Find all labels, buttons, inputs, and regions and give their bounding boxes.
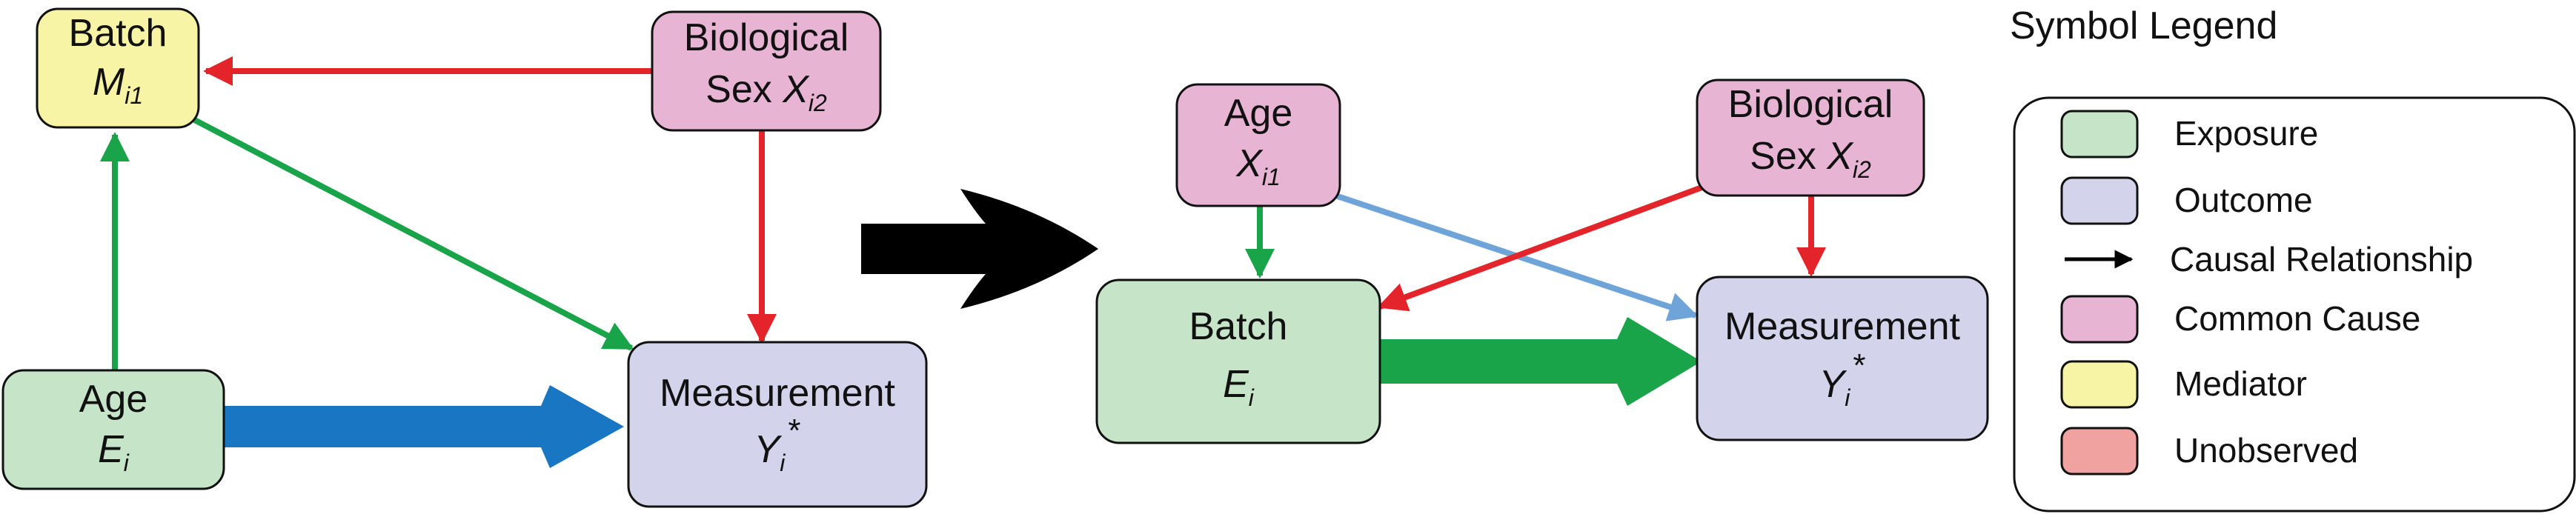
node-batch-mediator: Batch Mi1 — [36, 7, 200, 129]
svg-text:Exposure: Exposure — [2174, 114, 2318, 153]
svg-text:Mi1: Mi1 — [93, 61, 143, 109]
node-measurement-outcome: Measurement Yi* — [1696, 276, 1989, 441]
svg-text:Sex Xi2: Sex Xi2 — [1750, 135, 1871, 183]
legend-item-mediator: Mediator — [2060, 360, 2307, 409]
svg-text:Biological: Biological — [1728, 83, 1893, 126]
legend-item-causal-relationship: Causal Relationship — [2065, 240, 2473, 278]
common-cause-swatch — [2060, 295, 2139, 344]
symbol-legend: Symbol Legend Exposure Outcome Causal Re… — [2010, 4, 2576, 513]
node-age-common-cause: Age Xi1 — [1175, 83, 1341, 207]
edge-batch-to-measurement — [187, 114, 634, 351]
svg-text:Common Cause: Common Cause — [2174, 299, 2420, 338]
svg-text:Yi*: Yi* — [754, 413, 801, 476]
svg-text:Causal Relationship: Causal Relationship — [2170, 240, 2473, 278]
legend-item-exposure: Exposure — [2060, 110, 2318, 158]
svg-text:Biological: Biological — [684, 16, 849, 59]
svg-text:Mediator: Mediator — [2174, 364, 2307, 403]
node-biological-sex-common-cause: Biological Sex Xi2 — [651, 10, 882, 132]
svg-text:Ei: Ei — [98, 428, 130, 476]
svg-text:Measurement: Measurement — [1724, 305, 1960, 348]
svg-text:Unobserved: Unobserved — [2174, 431, 2358, 470]
exposure-swatch — [2060, 110, 2139, 158]
svg-text:Xi1: Xi1 — [1235, 142, 1281, 190]
edge-sex-to-batch — [1377, 181, 1713, 312]
mediator-swatch — [2060, 360, 2139, 409]
node-biological-sex-common-cause: Biological Sex Xi2 — [1696, 79, 1925, 197]
legend-item-unobserved: Unobserved — [2060, 427, 2358, 475]
legend-frame — [2013, 96, 2576, 513]
edge-batch-to-measurement-bold — [1380, 317, 1702, 406]
node-batch-label: Batch — [69, 12, 167, 55]
node-batch-exposure: Batch Ei — [1095, 278, 1381, 444]
svg-text:Age: Age — [1224, 92, 1293, 135]
svg-text:Age: Age — [79, 378, 148, 421]
edge-age-to-measurement-bold — [222, 385, 624, 468]
node-age-exposure: Age Ei — [1, 369, 225, 490]
legend-item-common-cause: Common Cause — [2060, 295, 2420, 344]
svg-text:Yi*: Yi* — [1819, 347, 1866, 411]
outcome-swatch — [2060, 176, 2139, 225]
svg-text:Outcome: Outcome — [2174, 181, 2313, 219]
svg-text:Measurement: Measurement — [660, 372, 895, 415]
right-diagram: Age Xi1 Biological Sex Xi2 Batch Ei Meas… — [1095, 79, 1989, 444]
legend-title: Symbol Legend — [2010, 4, 2277, 47]
svg-text:Sex Xi2: Sex Xi2 — [706, 68, 827, 116]
transition-arrow — [861, 189, 1098, 309]
left-diagram: Batch Mi1 Biological Sex Xi2 Age Ei Meas… — [1, 7, 928, 508]
unobserved-swatch — [2060, 427, 2139, 475]
legend-item-outcome: Outcome — [2060, 176, 2313, 225]
svg-text:Ei: Ei — [1223, 363, 1255, 411]
svg-text:Batch: Batch — [1189, 305, 1288, 348]
node-measurement-outcome: Measurement Yi* — [627, 341, 928, 508]
